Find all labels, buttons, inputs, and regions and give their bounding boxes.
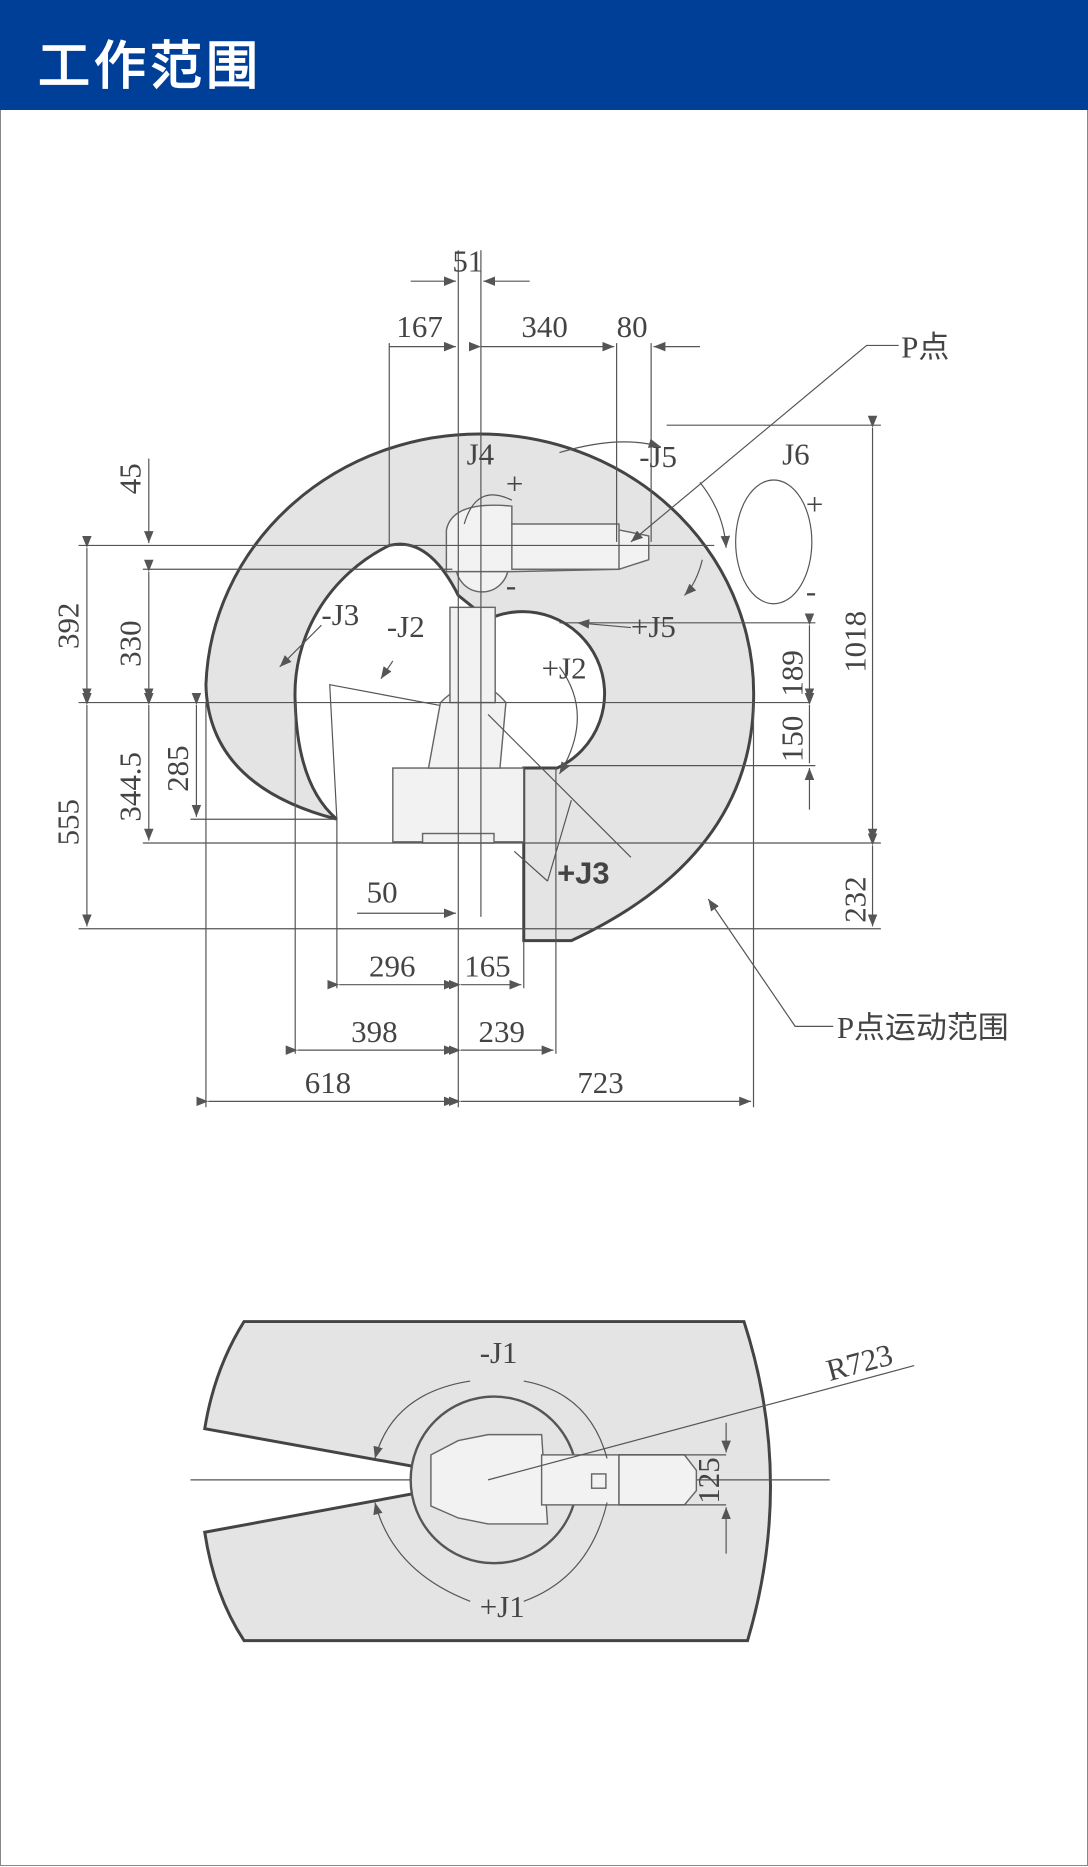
dim-555: 555 bbox=[51, 799, 86, 845]
dim-723: 723 bbox=[577, 1065, 623, 1100]
j2-minus-label: -J2 bbox=[387, 609, 425, 644]
j3-limit-line bbox=[329, 683, 489, 820]
j6-plus: + bbox=[806, 486, 823, 521]
j1-minus-label: -J1 bbox=[480, 1335, 518, 1370]
dimension-labels: 51 167 340 80 45 392 330 344.5 285 555 1… bbox=[51, 244, 1009, 1100]
j1-minus-arrow bbox=[373, 1380, 471, 1459]
j1-plus-label: +J1 bbox=[480, 1589, 525, 1624]
dimension-lines bbox=[78, 250, 899, 1108]
j1-arc-right bbox=[523, 1380, 608, 1459]
j6-minus: - bbox=[806, 573, 816, 608]
j6-label: J6 bbox=[782, 436, 810, 471]
radius-label: R723 bbox=[822, 1337, 896, 1388]
dim-45: 45 bbox=[112, 463, 147, 494]
j4-minus: - bbox=[506, 567, 516, 602]
dim-167: 167 bbox=[396, 309, 442, 344]
dim-165: 165 bbox=[464, 948, 510, 983]
dim-51: 51 bbox=[452, 244, 483, 279]
j5-plus-label: +J5 bbox=[631, 609, 676, 644]
j4-label: J4 bbox=[467, 436, 495, 471]
j5-minus-label: -J5 bbox=[639, 439, 677, 474]
dim-50: 50 bbox=[367, 875, 398, 910]
dim-392: 392 bbox=[51, 603, 86, 649]
dim-340: 340 bbox=[521, 309, 567, 344]
p-point-label: P点 bbox=[901, 329, 949, 364]
dim-239: 239 bbox=[479, 1014, 525, 1049]
dim-1018: 1018 bbox=[837, 611, 872, 673]
radius-leader bbox=[487, 1365, 915, 1481]
dim-344-5: 344.5 bbox=[112, 752, 147, 822]
dim-618: 618 bbox=[305, 1065, 351, 1100]
j4-plus: + bbox=[506, 466, 523, 501]
p-range-label: P点运动范围 bbox=[837, 1010, 1009, 1045]
dim-125: 125 bbox=[691, 1457, 726, 1503]
page-title: 工作范围 bbox=[38, 37, 263, 97]
dim-150: 150 bbox=[774, 716, 809, 762]
j3-plus-label: +J3 bbox=[557, 856, 609, 891]
dim-189: 189 bbox=[774, 650, 809, 696]
dim-398: 398 bbox=[351, 1014, 397, 1049]
dim-296: 296 bbox=[369, 948, 415, 983]
dim-330: 330 bbox=[112, 620, 147, 666]
dim-80: 80 bbox=[617, 309, 648, 344]
j3-minus-label: -J3 bbox=[321, 597, 359, 632]
j1-arc-right-lower bbox=[523, 1502, 608, 1602]
header-bar: 工作范围 bbox=[0, 0, 1088, 110]
j1-plus-arrow bbox=[373, 1502, 471, 1602]
dim-232: 232 bbox=[837, 876, 872, 922]
j2-plus-label: +J2 bbox=[542, 651, 587, 686]
dim-285: 285 bbox=[160, 745, 195, 791]
